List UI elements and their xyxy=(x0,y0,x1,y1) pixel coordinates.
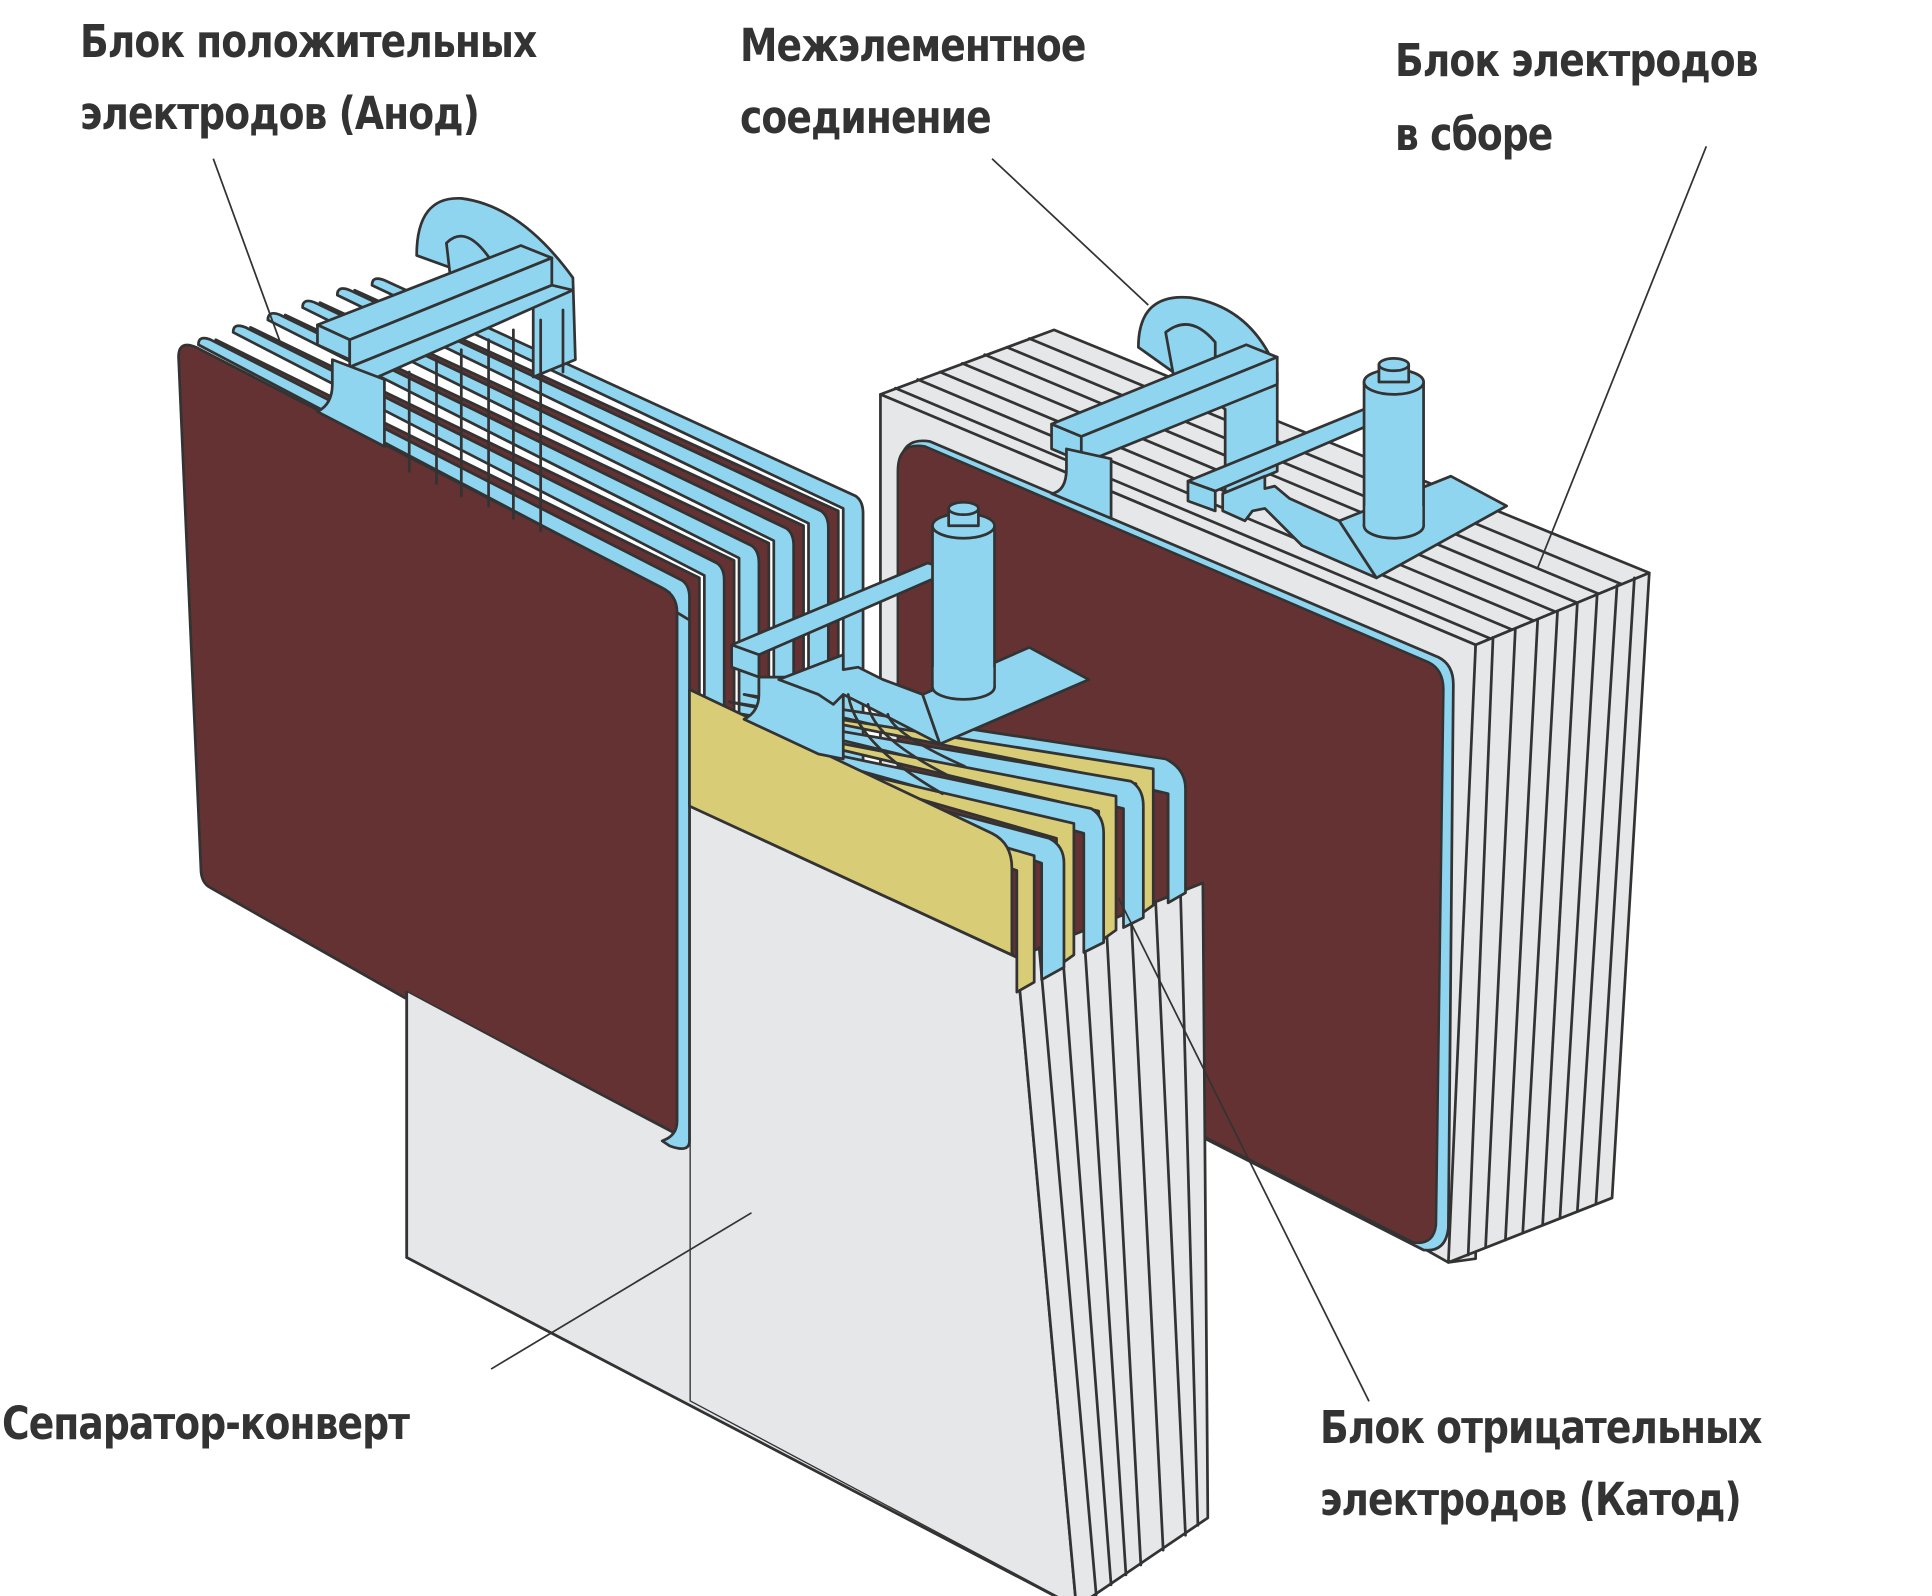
leader-assembly xyxy=(1536,146,1708,569)
label-line: в сборе xyxy=(1395,108,1553,161)
label-line: Межэлементное xyxy=(740,19,1086,72)
label-negative-electrode-block: Блок отрицательных электродов (Катод) xyxy=(1320,1392,1762,1536)
label-line: Блок положительных xyxy=(80,15,537,68)
leader-interconnect xyxy=(991,158,1149,306)
label-electrode-block-assembly: Блок электродов в сборе xyxy=(1395,24,1759,172)
separator-envelope-block xyxy=(405,500,1210,1596)
assembly-side-face xyxy=(1447,571,1651,1264)
label-intercell-connection: Межэлементное соединение xyxy=(740,10,1086,154)
cathode-tab-lines xyxy=(846,693,967,796)
anode-interconnect-lug xyxy=(316,197,577,533)
assembly-interconnect-lug xyxy=(1050,295,1279,520)
assembly-side-lines xyxy=(1466,576,1636,1257)
leader-anode xyxy=(212,158,282,343)
label-line: электродов (Анод) xyxy=(80,87,480,140)
positive-electrode-block xyxy=(177,197,865,1153)
cathode-front-plate xyxy=(688,688,1014,957)
assembly-terminal-post xyxy=(1186,357,1509,580)
label-line: Блок электродов xyxy=(1395,34,1759,87)
label-positive-electrode-block: Блок положительных электродов (Анод) xyxy=(80,6,537,150)
leader-lines xyxy=(212,146,1708,1402)
anode-plate-edge xyxy=(660,611,691,1150)
leader-separator xyxy=(490,1212,752,1370)
separator-side-lines xyxy=(1037,891,1200,1596)
label-line: Сепаратор-конверт xyxy=(2,1397,410,1450)
anode-tab-lines xyxy=(407,308,565,533)
label-line: электродов (Катод) xyxy=(1320,1473,1742,1526)
label-separator-envelope: Сепаратор-конверт xyxy=(2,1388,410,1460)
label-line: соединение xyxy=(740,91,992,144)
leader-cathode xyxy=(1117,897,1370,1402)
label-line: Блок отрицательных xyxy=(1320,1401,1762,1454)
center-terminal-post xyxy=(730,500,1091,796)
